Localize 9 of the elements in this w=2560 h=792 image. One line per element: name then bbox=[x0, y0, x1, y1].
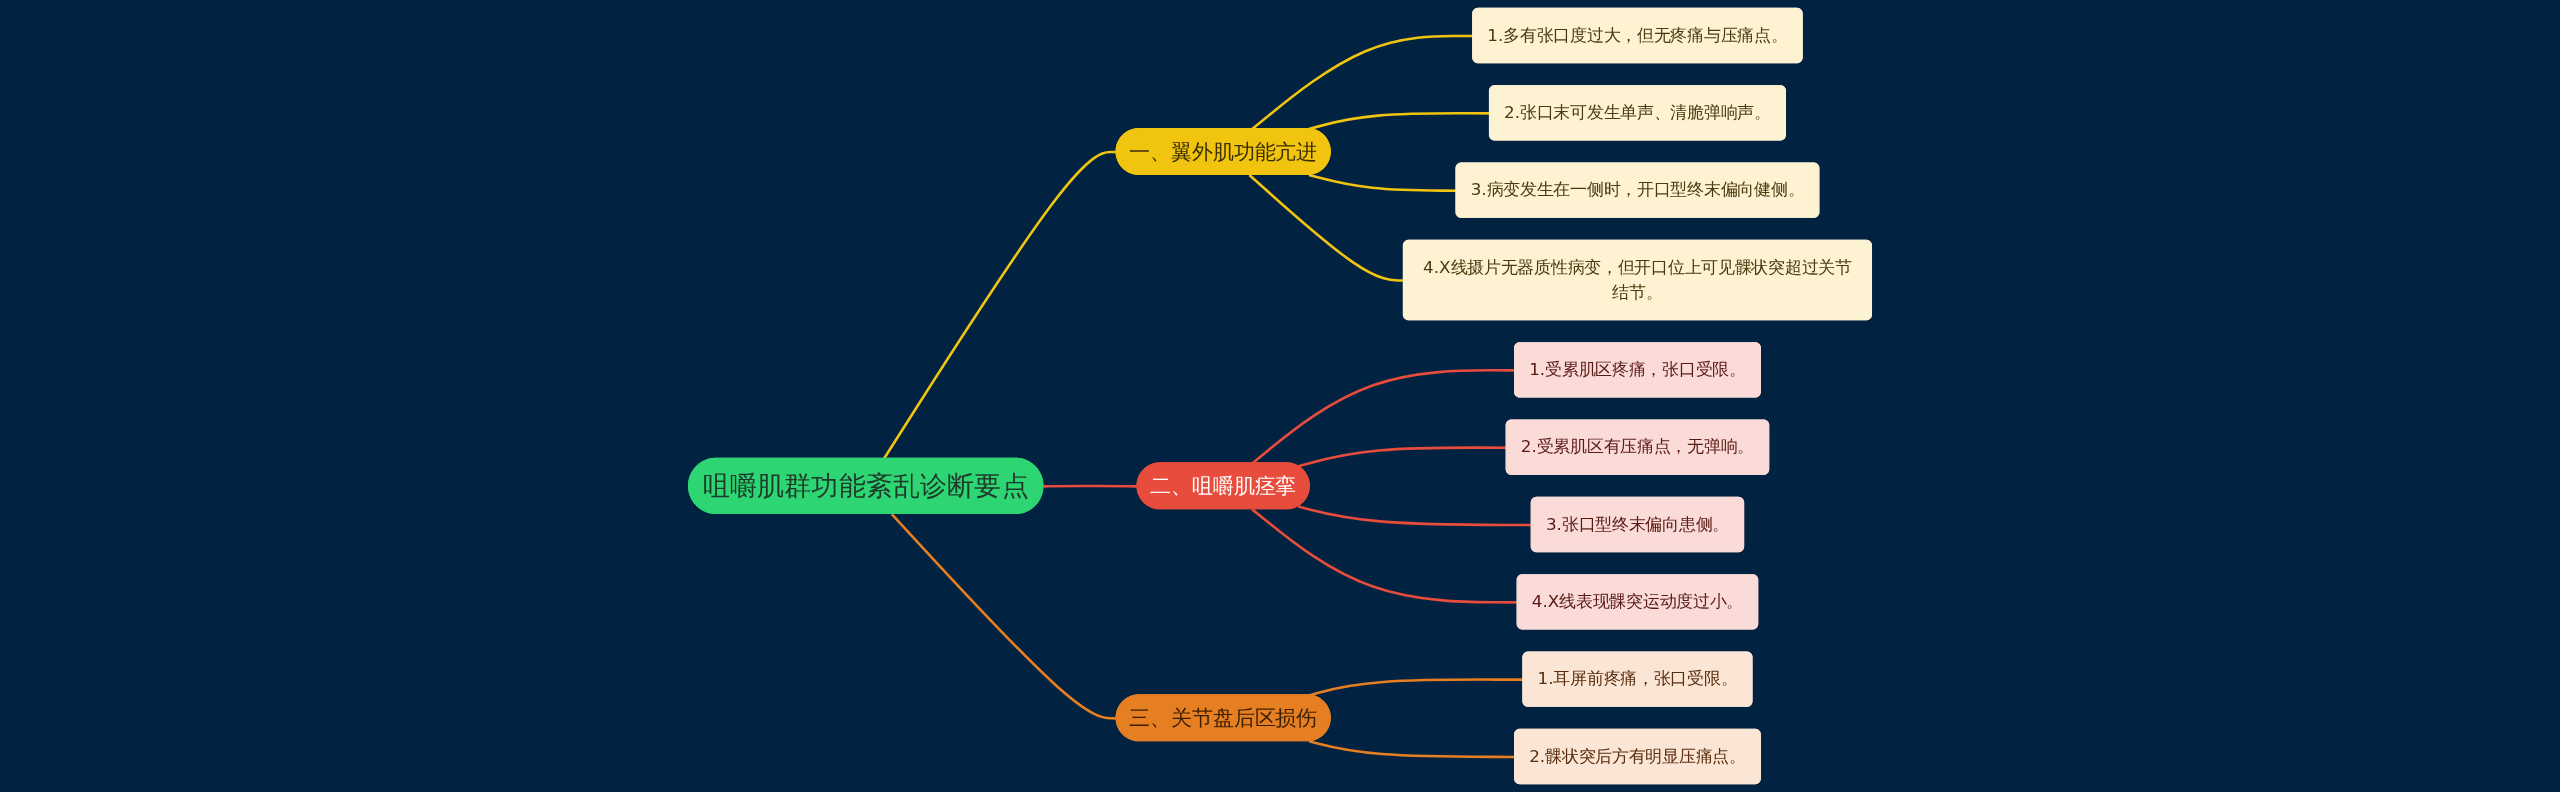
connector bbox=[882, 150, 1117, 460]
connector bbox=[1308, 173, 1457, 192]
connector bbox=[1308, 111, 1490, 131]
connector bbox=[1248, 174, 1404, 282]
connector bbox=[1043, 484, 1138, 488]
connector bbox=[890, 513, 1117, 720]
connector bbox=[1297, 446, 1507, 468]
connector bbox=[1297, 505, 1532, 527]
connector bbox=[1251, 508, 1518, 604]
